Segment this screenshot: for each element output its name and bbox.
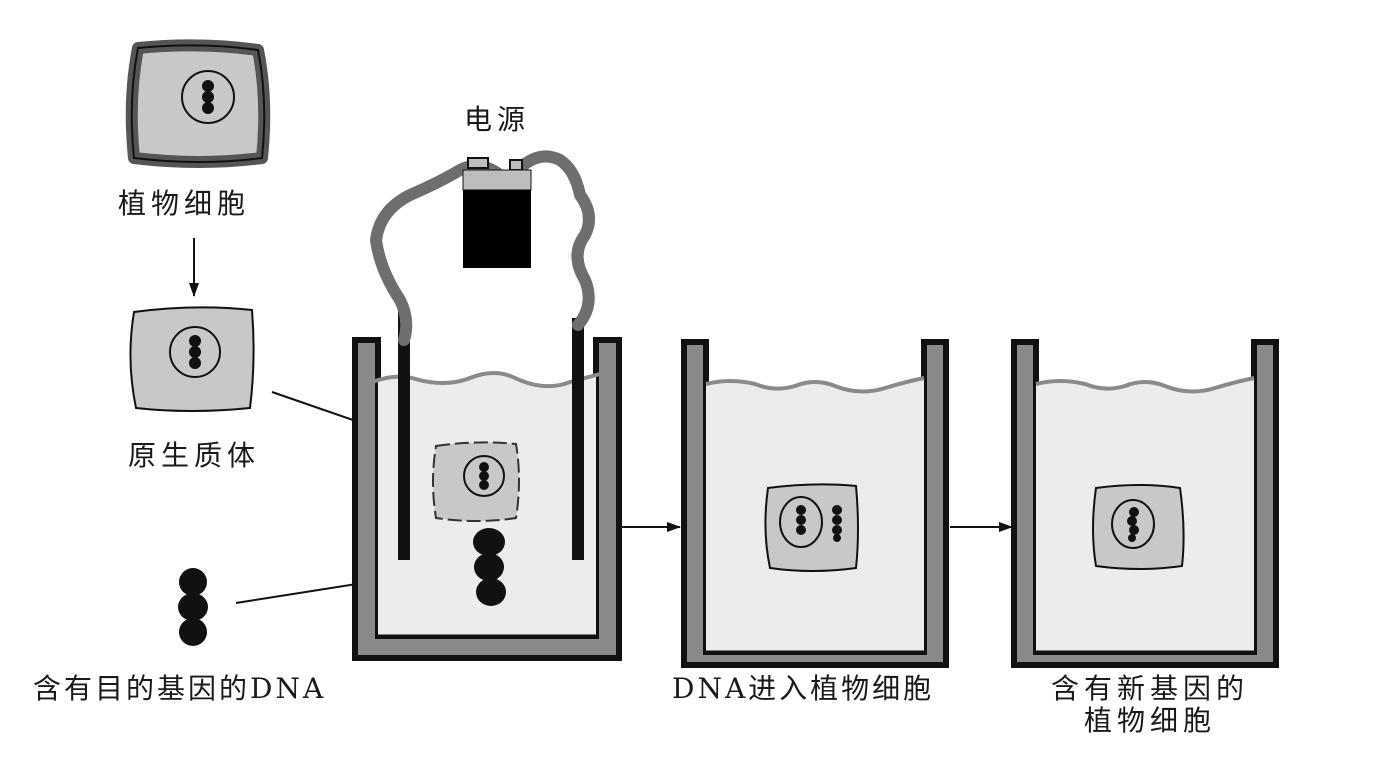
power-source — [370, 150, 595, 346]
protoplast-in-beaker — [432, 441, 520, 522]
nucleus — [181, 70, 235, 124]
label-transformed-cell-line2: 植物细胞 — [1083, 704, 1216, 738]
label-plant-cell: 植物细胞 — [118, 187, 251, 220]
chromosome-icon — [1127, 507, 1139, 542]
label-dna-enters-cell: DNA进入植物细胞 — [672, 672, 935, 705]
dna-helix-icon — [832, 505, 842, 542]
label-transformed-cell-line1: 含有新基因的 — [1050, 672, 1249, 705]
chromosome-icon — [479, 462, 489, 490]
battery-icon — [463, 190, 531, 268]
wire-right — [514, 150, 595, 331]
label-protoplast: 原生质体 — [128, 439, 261, 472]
liquid-surface — [705, 376, 925, 394]
protoplast — [129, 306, 255, 412]
battery-terminal-pos — [509, 159, 523, 171]
label-target-dna: 含有目的基因的DNA — [33, 672, 327, 705]
nucleus — [169, 326, 221, 378]
dna-helix-icon — [178, 568, 208, 646]
electrode-left — [398, 310, 410, 560]
chromosome-icon — [189, 335, 201, 369]
dna-helix-icon — [473, 528, 506, 606]
plant-cell — [125, 39, 271, 168]
battery-terminal-neg — [467, 157, 489, 169]
liquid-surface — [1035, 376, 1255, 394]
beaker-dna-entry — [681, 339, 949, 668]
battery-cap — [462, 169, 532, 191]
chromosome-icon — [796, 505, 806, 535]
beaker-transformed — [1011, 339, 1279, 668]
chromosome-icon — [202, 80, 214, 114]
transformed-plant-cell — [1092, 484, 1185, 570]
beaker-electroporation — [352, 310, 622, 661]
label-power-source: 电源 — [464, 103, 531, 136]
label-transformed-cell: 含有新基因的 植物细胞 — [1040, 672, 1260, 738]
electrode-right — [572, 318, 584, 560]
wire-left — [370, 160, 506, 346]
cell-with-foreign-dna — [764, 483, 859, 572]
